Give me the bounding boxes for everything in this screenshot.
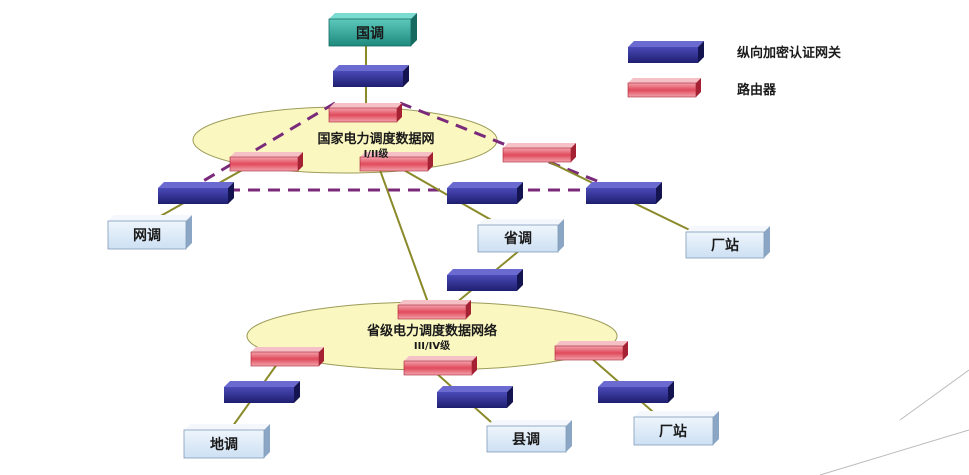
node-wangdiao-label: 网调 (133, 228, 161, 244)
gateway-national (333, 65, 409, 87)
gateway-shengdiao-top (447, 182, 523, 204)
router-provincial-right (554, 341, 628, 361)
node-changzhan-top-label: 厂站 (711, 237, 739, 254)
provincial-network-title: 省级电力调度数据网络 (366, 323, 497, 339)
router-devices (229, 78, 701, 376)
gateway-wangdiao (158, 182, 234, 204)
national-network-level: I/II级 (364, 147, 390, 160)
node-didiao: 地调 (183, 424, 270, 459)
gateway-didiao (224, 381, 300, 403)
router-provincial-center (403, 356, 477, 376)
national-mesh-dashed (187, 101, 621, 192)
router-national-right (502, 143, 576, 163)
router-provincial-left (250, 347, 324, 367)
gateway-xiandiao (437, 386, 513, 408)
gateway-devices (158, 41, 704, 408)
node-didiao-label: 地调 (210, 436, 238, 453)
node-shengdiao: 省调 (477, 219, 564, 253)
node-guodiao-label: 国调 (356, 26, 384, 42)
node-shengdiao-label: 省调 (503, 230, 532, 247)
node-xiandiao: 县调 (486, 420, 572, 453)
router-national-left (229, 152, 303, 172)
node-wangdiao: 网调 (107, 215, 192, 250)
provincial-network-level: III/IV级 (414, 339, 451, 352)
legend-router-label: 路由器 (737, 82, 777, 98)
gateway-changzhan-bottom (598, 381, 674, 403)
router-national-top (328, 103, 402, 123)
node-xiandiao-label: 县调 (512, 432, 540, 448)
node-changzhan-bottom-label: 厂站 (659, 423, 687, 440)
router-provincial-top (397, 300, 471, 320)
national-network-title: 国家电力调度数据网 (317, 131, 434, 147)
gateway-shengdiao-bottom (447, 269, 523, 291)
legend-gateway-label: 纵向加密认证网关 (737, 45, 841, 61)
node-changzhan-bottom: 厂站 (633, 411, 719, 446)
node-changzhan-top: 厂站 (685, 226, 770, 259)
node-guodiao: 国调 (328, 13, 417, 47)
gateway-changzhan-top (586, 182, 662, 204)
legend-router-swatch (627, 78, 701, 98)
decorative-corner-lines (819, 369, 969, 475)
router-national-center (359, 152, 433, 172)
legend-gateway-swatch (628, 41, 704, 63)
